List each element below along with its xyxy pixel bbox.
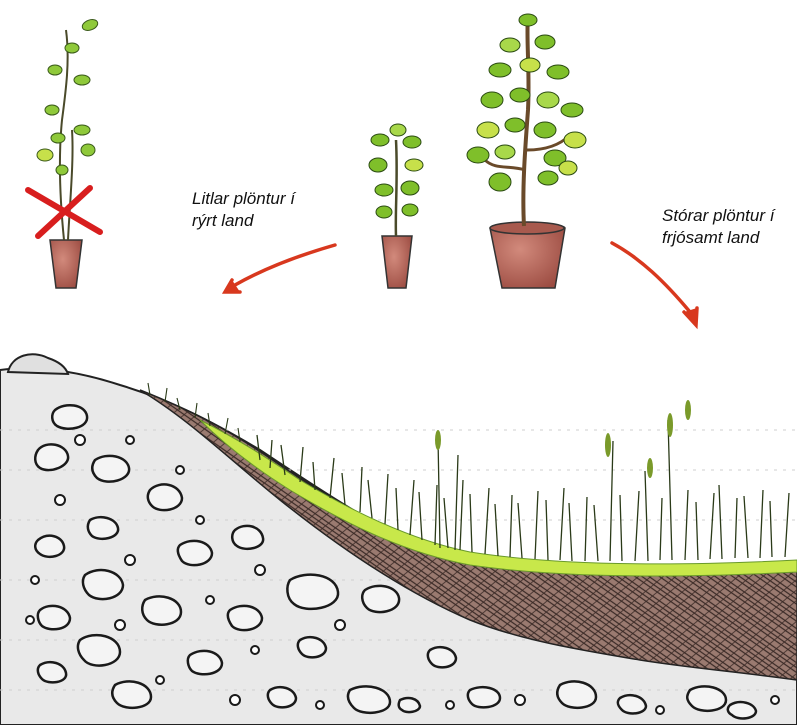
poor-land-label-line2: rýrt land (192, 210, 295, 232)
fertile-land-label-line1: Stórar plöntur í (662, 205, 774, 227)
poor-land-label-line1: Litlar plöntur í (192, 188, 295, 210)
medium-seedling (369, 124, 423, 288)
red-cross-icon (28, 188, 100, 236)
large-potted-tree (467, 14, 586, 288)
arrow-to-poor-land-icon (225, 245, 335, 292)
poor-land-label: Litlar plöntur í rýrt land (192, 188, 295, 232)
fertile-land-label: Stórar plöntur í frjósamt land (662, 205, 774, 249)
arrow-to-fertile-land-icon (612, 243, 697, 325)
boulder (8, 354, 68, 374)
small-crossed-seedling (28, 18, 100, 288)
fertile-land-label-line2: frjósamt land (662, 227, 774, 249)
